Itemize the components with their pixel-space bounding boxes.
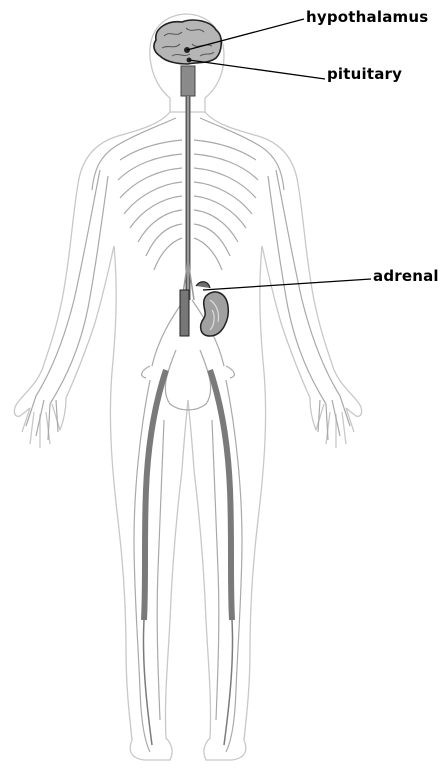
pituitary-label: pituitary (327, 65, 402, 83)
adrenal-label: adrenal (373, 267, 439, 285)
hypothalamus-label: hypothalamus (306, 8, 428, 26)
brain-icon (154, 20, 221, 64)
adrenal-leader (203, 279, 371, 290)
spinal-cord (181, 66, 195, 300)
sciatic-nerves (143, 370, 232, 745)
pituitary-leader (189, 60, 325, 79)
